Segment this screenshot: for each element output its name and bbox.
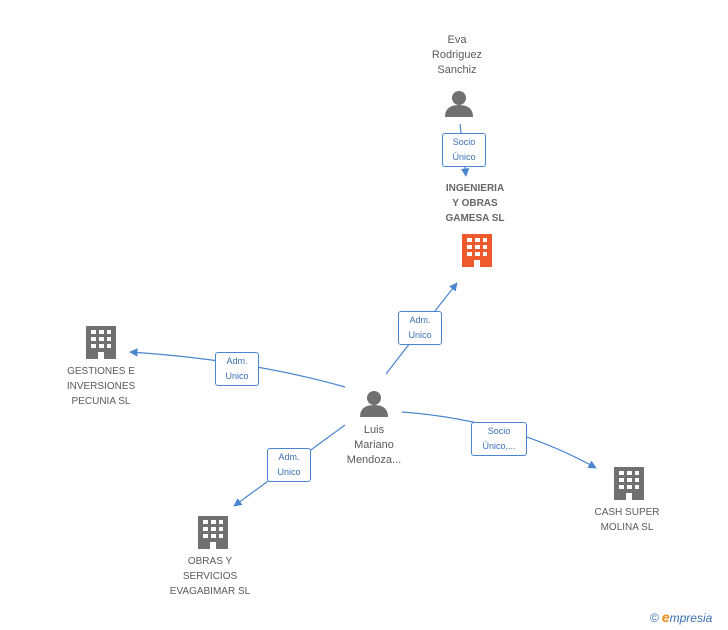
name-line: Eva: [447, 34, 467, 46]
brand-name-rest: mpresia: [669, 611, 713, 625]
name-line: Mariano: [354, 439, 394, 451]
node-label-cash[interactable]: CASH SUPER MOLINA SL: [582, 505, 672, 535]
name-line: GESTIONES E: [67, 366, 135, 377]
relation-line: Adm.: [409, 315, 431, 325]
node-label-gestiones[interactable]: GESTIONES E INVERSIONES PECUNIA SL: [51, 364, 151, 409]
relation-label-eva-ingenieria[interactable]: Socio Único: [442, 133, 486, 167]
relation-label-luis-obras[interactable]: Adm. Unico: [267, 448, 311, 482]
name-line: Y OBRAS: [452, 198, 498, 209]
node-label-ingenieria[interactable]: INGENIERIA Y OBRAS GAMESA SL: [430, 181, 520, 226]
person-icon[interactable]: [445, 91, 473, 117]
name-line: SERVICIOS: [182, 571, 238, 582]
relation-line: Único: [452, 152, 476, 162]
building-icon[interactable]: [198, 516, 228, 549]
name-line: Sanchiz: [437, 64, 477, 76]
name-line: Mendoza...: [346, 454, 402, 466]
relation-line: Único,...: [482, 441, 516, 451]
relation-line: Adm.: [226, 356, 248, 366]
name-line: GAMESA SL: [445, 213, 505, 224]
name-line: MOLINA SL: [600, 522, 654, 533]
relation-label-luis-cash[interactable]: Socio Único,...: [471, 422, 527, 456]
name-line: EVAGABIMAR SL: [169, 586, 251, 597]
relation-line: Unico: [225, 371, 249, 381]
name-line: OBRAS Y: [187, 556, 233, 567]
name-line: CASH SUPER: [594, 507, 660, 518]
name-line: Rodriguez: [431, 49, 483, 61]
building-icon[interactable]: [462, 234, 492, 267]
relation-line: Adm.: [278, 452, 300, 462]
brand-first-letter: e: [661, 609, 670, 625]
name-line: INGENIERIA: [445, 183, 505, 194]
relation-line: Socio: [452, 137, 476, 147]
relation-label-luis-ingenieria[interactable]: Adm. Unico: [398, 311, 442, 345]
empresia-logo[interactable]: ©empresia: [650, 609, 712, 625]
name-line: PECUNIA SL: [71, 396, 131, 407]
copyright-symbol: ©: [650, 611, 659, 625]
relation-line: Unico: [408, 330, 432, 340]
name-line: INVERSIONES: [66, 381, 136, 392]
relation-line: Socio: [487, 426, 511, 436]
relation-line: Unico: [277, 467, 301, 477]
relation-label-luis-gestiones[interactable]: Adm. Unico: [215, 352, 259, 386]
name-line: Luis: [363, 424, 385, 436]
node-label-obras[interactable]: OBRAS Y SERVICIOS EVAGABIMAR SL: [155, 554, 265, 599]
node-label-eva[interactable]: Eva Rodriguez Sanchiz: [417, 33, 497, 78]
node-label-luis[interactable]: Luis Mariano Mendoza...: [334, 423, 414, 468]
person-icon[interactable]: [360, 391, 388, 417]
building-icon[interactable]: [86, 326, 116, 359]
building-icon[interactable]: [614, 467, 644, 500]
